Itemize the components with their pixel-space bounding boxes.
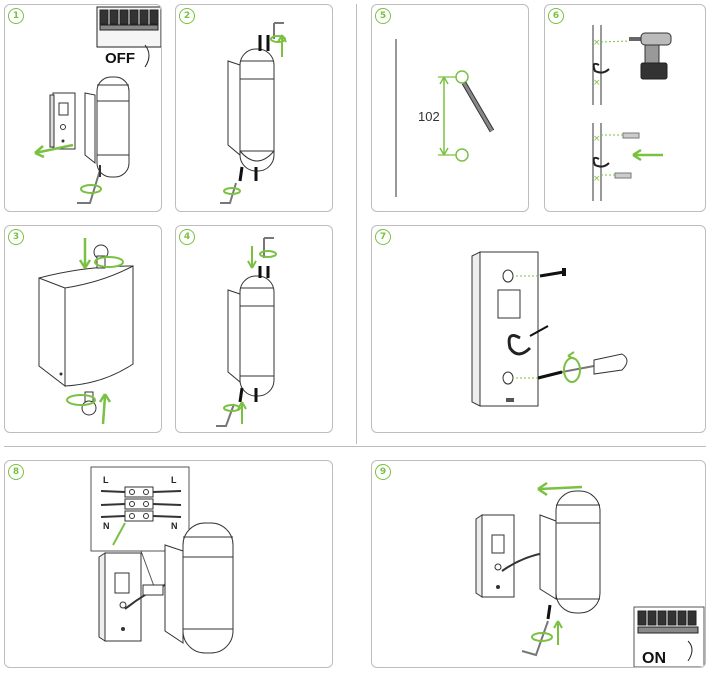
step-number: 9: [375, 464, 391, 480]
wire-live-left: L: [103, 475, 109, 485]
step-3-illustration: [38, 238, 134, 425]
drill-icon: [629, 32, 672, 80]
step-5-illustration: 102: [395, 39, 495, 197]
step-number: 5: [375, 8, 391, 24]
measurement-label: 102: [418, 109, 440, 124]
horizontal-divider: [4, 446, 706, 447]
step-4-illustration: [216, 237, 277, 427]
step-number: 7: [375, 229, 391, 245]
step-number: 8: [8, 464, 24, 480]
step-2-panel: 2: [175, 4, 333, 212]
step-number: 4: [179, 229, 195, 245]
step-1-illustration: OFF: [34, 6, 161, 204]
step-number: 2: [179, 8, 195, 24]
step-9-panel: 9 ON: [371, 460, 706, 668]
on-label: ON: [642, 650, 666, 667]
mark-icon: ×: [593, 78, 601, 88]
breaker-panel: [637, 610, 699, 634]
terminal-block: [124, 486, 154, 522]
step-number: 1: [8, 8, 24, 24]
breaker-panel: [96, 6, 161, 48]
screwdriver-icon: [561, 353, 628, 375]
wire-neutral-left: N: [103, 521, 110, 531]
step-9-illustration: ON: [475, 481, 705, 667]
step-3-panel: 3: [4, 225, 162, 433]
mark-icon: ×: [593, 174, 601, 184]
step-8-illustration: L L N N: [90, 466, 234, 654]
step-5-panel: 5 102: [371, 4, 529, 212]
step-2-illustration: [220, 22, 287, 204]
mark-icon: ×: [593, 134, 601, 144]
step-4-panel: 4: [175, 225, 333, 433]
mark-icon: ×: [593, 38, 601, 48]
off-label: OFF: [105, 50, 135, 67]
step-7-illustration: [471, 251, 628, 407]
wire-neutral-right: N: [171, 521, 178, 531]
vertical-divider: [356, 4, 357, 444]
step-number: 6: [548, 8, 564, 24]
step-7-panel: 7: [371, 225, 706, 433]
step-8-panel: 8 L L N N: [4, 460, 333, 668]
step-6-illustration: × × × ×: [592, 25, 672, 201]
step-6-panel: 6 × × × ×: [544, 4, 706, 212]
step-1-panel: 1 OFF: [4, 4, 162, 212]
step-number: 3: [8, 229, 24, 245]
wire-live-right: L: [171, 475, 177, 485]
